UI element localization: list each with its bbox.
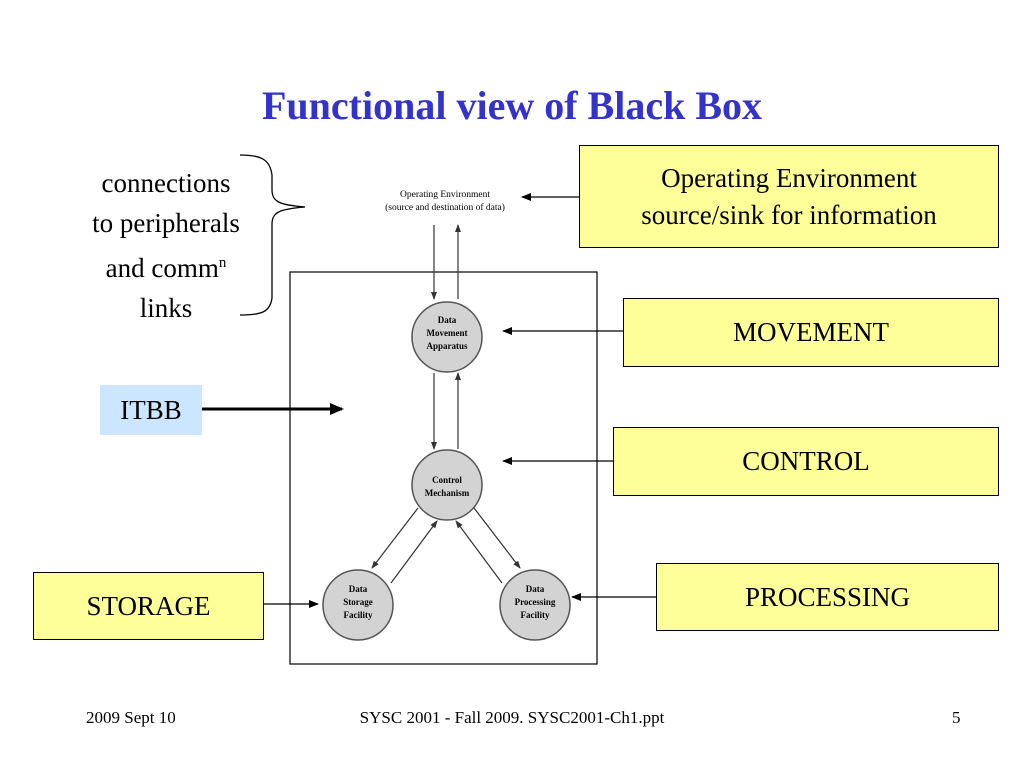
node-storage-line-2: Storage: [343, 597, 373, 607]
node-processing-line-2: Processing: [515, 597, 556, 607]
operating-env-line-2: source/sink for information: [641, 199, 937, 230]
node-processing-circle: [499, 569, 571, 641]
node-control-line-2: Mechanism: [425, 488, 470, 498]
connections-line-4: links: [139, 293, 193, 323]
slide-title: Functional view of Black Box: [261, 83, 763, 128]
connections-line-3-text: and comm: [105, 253, 219, 283]
connections-line-2: to peripherals: [92, 208, 240, 238]
env-small-line-2: (source and destination of data): [385, 202, 505, 213]
env-small-line-1: Operating Environment: [400, 190, 490, 200]
arrow-storage-to-control: [390, 520, 438, 584]
footer-page-number: 5: [952, 708, 961, 727]
operating-env-line-1: Operating Environment: [661, 163, 917, 194]
connections-line-1: connections: [101, 168, 231, 198]
curly-brace: [239, 154, 306, 316]
node-movement-line-3: Apparatus: [426, 341, 468, 351]
footer-date: 2009 Sept 10: [86, 708, 176, 727]
node-storage-line-1: Data: [349, 584, 368, 594]
node-movement-line-2: Movement: [427, 328, 468, 338]
label-control: CONTROL: [613, 427, 999, 496]
arrow-processing-to-control: [455, 520, 503, 584]
label-processing: PROCESSING: [656, 563, 999, 631]
node-control-circle: [411, 449, 483, 521]
node-storage-circle: [322, 569, 394, 641]
black-box-frame: [289, 271, 598, 665]
label-storage: STORAGE: [33, 572, 264, 640]
label-itbb: ITBB: [100, 385, 202, 435]
label-movement: MOVEMENT: [623, 298, 999, 367]
connections-line-3: and commn: [66, 243, 266, 288]
connections-note: connections to peripherals and commn lin…: [66, 163, 266, 328]
node-movement-line-1: Data: [438, 315, 457, 325]
footer-course: SYSC 2001 - Fall 2009. SYSC2001-Ch1.ppt: [359, 708, 665, 727]
label-operating-environment: Operating Environment source/sink for in…: [579, 145, 999, 248]
node-storage-line-3: Facility: [344, 610, 373, 620]
node-movement-circle: [411, 301, 483, 373]
connections-superscript: n: [218, 255, 227, 271]
node-processing-line-1: Data: [526, 584, 545, 594]
arrow-control-to-storage: [371, 507, 419, 569]
node-control-line-1: Control: [432, 475, 462, 485]
arrow-control-to-processing: [473, 507, 521, 569]
node-processing-line-3: Facility: [521, 610, 550, 620]
